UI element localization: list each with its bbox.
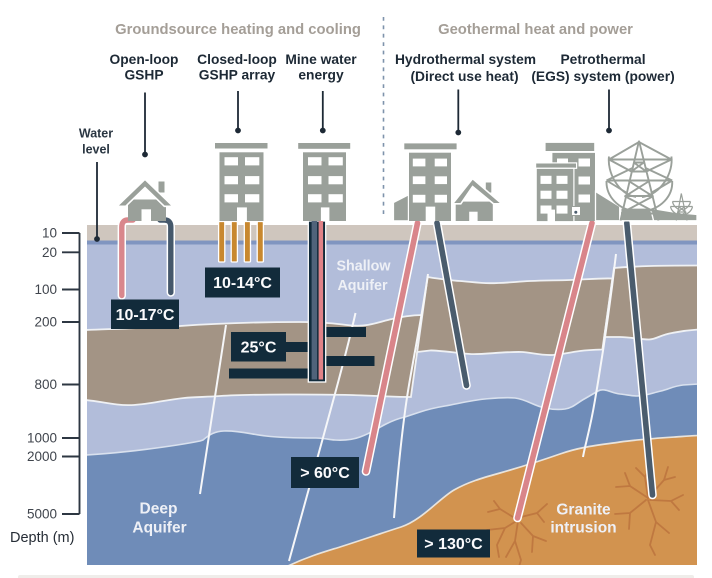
svg-text:200: 200 xyxy=(34,315,57,330)
svg-text:Aquifer: Aquifer xyxy=(132,520,186,537)
svg-text:Petrothermal: Petrothermal xyxy=(560,52,645,67)
svg-text:800: 800 xyxy=(34,377,57,392)
svg-text:Granite: Granite xyxy=(556,502,611,519)
svg-text:Shallow: Shallow xyxy=(336,259,391,275)
svg-text:Closed-loop: Closed-loop xyxy=(197,52,277,67)
svg-text:10: 10 xyxy=(42,226,57,241)
svg-text:GSHP: GSHP xyxy=(124,68,163,83)
svg-text:1000: 1000 xyxy=(27,431,57,446)
svg-text:(Direct use heat): (Direct use heat) xyxy=(410,69,518,84)
svg-text:(EGS) system (power): (EGS) system (power) xyxy=(531,69,674,84)
svg-text:20: 20 xyxy=(42,245,57,260)
svg-text:Depth (m): Depth (m) xyxy=(10,530,74,546)
svg-text:intrusion: intrusion xyxy=(550,520,616,537)
svg-text:10-14°C: 10-14°C xyxy=(213,275,272,292)
svg-text:25°C: 25°C xyxy=(241,340,277,357)
svg-text:10-17°C: 10-17°C xyxy=(116,307,175,324)
svg-text:Aquifer: Aquifer xyxy=(337,278,387,294)
svg-text:Water: Water xyxy=(79,127,113,141)
svg-text:Hydrothermal system: Hydrothermal system xyxy=(395,52,536,67)
svg-text:Groundsource heating and cooli: Groundsource heating and cooling xyxy=(115,22,361,38)
svg-text:Deep: Deep xyxy=(140,501,178,518)
svg-text:5000: 5000 xyxy=(27,507,57,522)
svg-text:2000: 2000 xyxy=(27,449,57,464)
svg-text:energy: energy xyxy=(298,68,344,83)
svg-text:level: level xyxy=(82,143,110,157)
svg-text:> 130°C: > 130°C xyxy=(424,536,483,553)
svg-text:> 60°C: > 60°C xyxy=(300,465,350,482)
svg-text:Mine water: Mine water xyxy=(285,52,357,67)
svg-text:Geothermal heat and power: Geothermal heat and power xyxy=(438,22,633,38)
svg-text:GSHP array: GSHP array xyxy=(199,68,276,83)
svg-text:100: 100 xyxy=(34,282,57,297)
svg-text:Open-loop: Open-loop xyxy=(110,52,179,67)
